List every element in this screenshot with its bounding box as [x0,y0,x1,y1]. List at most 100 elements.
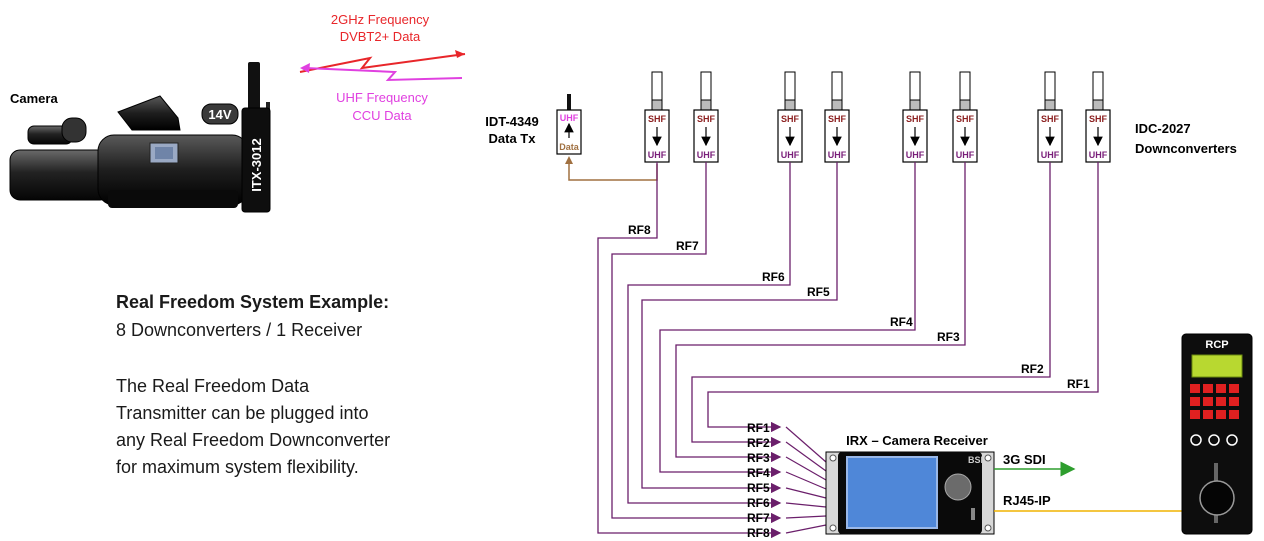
dc-top-label: SHF [1089,114,1108,124]
dc-bottom-label: UHF [648,150,667,160]
rcp-button [1229,410,1239,419]
rcp-button [1190,410,1200,419]
rf-cables: RF8RF7RF6RF5RF4RF3RF2RF1RF1RF2RF3RF4RF5R… [597,162,1099,540]
data-tx-bottom-label: Data [559,142,580,152]
downlink-freq: UHF Frequency [336,90,428,105]
downconverters: SHFUHFSHFUHFSHFUHFSHFUHFSHFUHFSHFUHFSHFU… [644,71,1111,163]
data-tx-plug-line [568,160,658,181]
downlink-data: CCU Data [352,108,412,123]
rcp-joystick [1199,480,1235,516]
rcp-button [1216,397,1226,406]
rcp-button [1229,397,1239,406]
dc-bottom-label: UHF [781,150,800,160]
dc-desc: Downconverters [1135,141,1237,156]
rf-cable-label: RF6 [762,270,785,284]
data-tx-top-label: UHF [560,113,579,123]
receiver-input-label: RF5 [747,481,770,495]
description-line-2: Transmitter can be plugged into [116,403,369,423]
rf-cable-label: RF8 [628,223,651,237]
description-line-3: any Real Freedom Downconverter [116,430,391,450]
rf-fan [785,456,827,481]
downconverter-unit: SHF UHF [693,71,719,163]
rcp-button [1190,397,1200,406]
receiver-input-label: RF7 [747,511,770,525]
itx-label: ITX-3012 [249,138,264,191]
rf-cable-label: RF5 [807,285,830,299]
receiver-input-label: RF3 [747,451,770,465]
rcp-button [1190,384,1200,393]
receiver-input-label: RF4 [747,466,770,480]
downconverter-unit: SHF UHF [644,71,670,163]
description-subtitle: 8 Downconverters / 1 Receiver [116,320,363,340]
rcp-button [1229,384,1239,393]
rcp-button [1216,410,1226,419]
rcp-button [1203,384,1213,393]
radio-links [299,50,466,82]
uplink-data: DVBT2+ Data [340,29,421,44]
description-line-4: for maximum system flexibility. [116,457,359,477]
rf-cable [641,162,838,494]
downlink-arrow [304,67,463,82]
dc-top-label: SHF [1041,114,1060,124]
rf-cable [691,162,1051,448]
description-line-1: The Real Freedom Data [116,376,310,396]
rf-cable [597,162,782,539]
rf-fan [785,524,827,534]
dc-bottom-label: UHF [1089,150,1108,160]
rf-cable-label: RF2 [1021,362,1044,376]
rf-fan [785,515,827,519]
receiver-input-label: RF6 [747,496,770,510]
receiver-input-label: RF8 [747,526,770,540]
rf-cable [627,162,791,509]
rf-fan [785,487,827,499]
receiver-screen [846,456,938,529]
rcp-display [1191,354,1243,378]
rf-cable [675,162,966,463]
receiver-input-label: RF1 [747,421,770,435]
dc-top-label: SHF [828,114,847,124]
dc-bottom-label: UHF [906,150,925,160]
rf-fan [785,471,827,490]
dc-top-label: SHF [697,114,716,124]
dc-bottom-label: UHF [828,150,847,160]
voltage-badge: 14V [208,107,231,122]
data-tx-name: IDT-4349 [485,114,538,129]
rcp-button [1203,410,1213,419]
camera-label: Camera [10,91,58,106]
receiver-brand: BSI [968,455,983,465]
rf-cable-label: RF1 [1067,377,1090,391]
receiver-unit [825,451,995,535]
downconverter-unit: SHF UHF [952,71,978,163]
dc-bottom-label: UHF [697,150,716,160]
camera-illustration [9,62,271,213]
rf-cable [707,162,1099,433]
data-tx-plug-arrow [565,156,573,164]
sdi-output-label: 3G SDI [1003,452,1046,467]
uplink-freq: 2GHz Frequency [331,12,430,27]
dc-bottom-label: UHF [1041,150,1060,160]
rf-fan [785,426,827,463]
receiver-input-label: RF2 [747,436,770,450]
downconverter-unit: SHF UHF [824,71,850,163]
data-tx-unit [556,94,582,155]
rf-cable [659,162,916,478]
dc-name: IDC-2027 [1135,121,1191,136]
uplink-arrow [299,53,466,73]
ip-output-label: RJ45-IP [1003,493,1051,508]
rcp-button [1203,397,1213,406]
rcp-label: RCP [1205,339,1228,351]
dc-top-label: SHF [648,114,667,124]
dc-bottom-label: UHF [956,150,975,160]
rcp-button [1216,384,1226,393]
downconverter-unit: SHF UHF [1085,71,1111,163]
rf-cable-label: RF4 [890,315,913,329]
rf-fan [785,441,827,472]
downconverter-unit: SHF UHF [1037,71,1063,163]
receiver-title: IRX – Camera Receiver [846,433,988,448]
data-tx-desc: Data Tx [489,131,537,146]
rcp-panel [1181,333,1253,535]
dc-top-label: SHF [956,114,975,124]
